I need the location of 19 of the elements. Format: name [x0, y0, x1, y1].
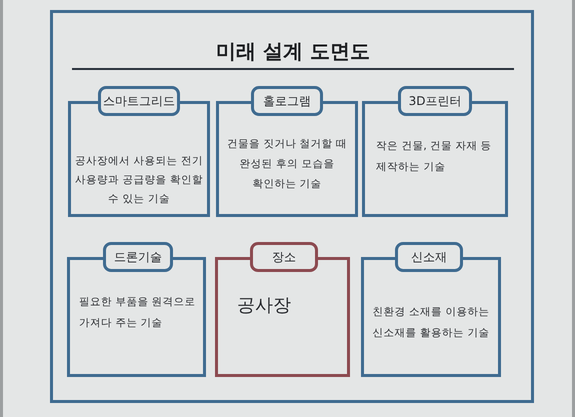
- heading-tab: 3D프린터: [398, 86, 472, 116]
- heading-tab: 스마트그리드: [98, 86, 180, 116]
- description-text: 친환경 소재를 이용하는 신소재를 활용하는 기술: [372, 305, 490, 341]
- topic-panel: [215, 242, 350, 377]
- topic-panel: [361, 242, 501, 377]
- topic-panel: [362, 86, 508, 217]
- description-text: 공사장에서 사용되는 전기 사용량과 공급량을 확인할 수 있는 기술: [74, 154, 204, 207]
- heading-tab: 신소재: [395, 242, 463, 272]
- heading-tab: 장소: [250, 242, 318, 272]
- page-title: 미래 설계 도면도: [215, 38, 371, 64]
- topic-panel: [68, 86, 210, 217]
- heading-tab: 드론기술: [103, 242, 173, 272]
- topic-panel: [67, 242, 206, 377]
- description-text: 공사장: [237, 294, 292, 318]
- description-text: 필요한 부품을 원격으로 가져다 주는 기술: [79, 295, 197, 331]
- description-text: 작은 건물, 건물 자재 등 제작하는 기술: [376, 139, 493, 175]
- topic-panel: [216, 86, 358, 217]
- heading-tab: 홀로그램: [251, 86, 323, 116]
- description-text: 건물을 짓거나 철거할 때 완성된 후의 모습을 확인하는 기술: [226, 137, 348, 192]
